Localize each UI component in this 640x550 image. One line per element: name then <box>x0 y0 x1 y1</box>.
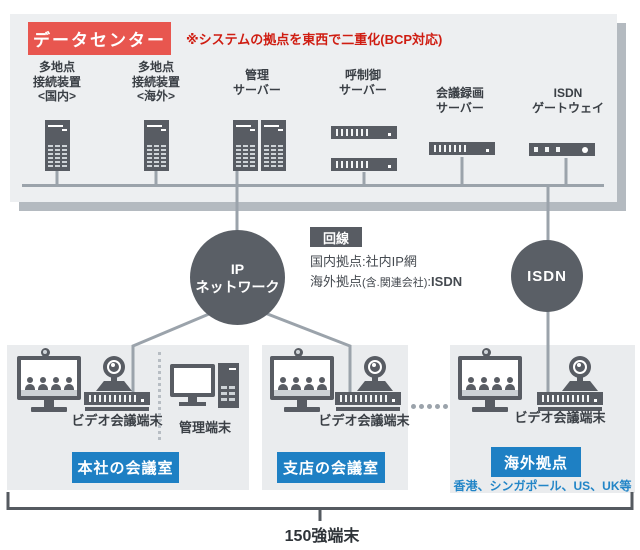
conference-display-icon <box>458 348 522 412</box>
server-label-isdn-gateway: ISDN ゲートウェイ <box>531 86 604 115</box>
branch-site: ビデオ会議端末 支店の会議室 <box>262 345 410 490</box>
conference-display-icon <box>270 348 334 412</box>
bcp-note: ※システムの拠点を東西で二重化(BCP対応) <box>186 32 443 47</box>
camera-icon <box>41 348 50 357</box>
camera-icon <box>294 348 303 357</box>
tower-server-icon <box>233 120 258 171</box>
server-vents <box>147 145 166 167</box>
terminal-caption: ビデオ会議端末 <box>71 413 163 428</box>
overseas-locations: 香港、シンガポール、US、UK等 <box>453 479 632 493</box>
server-label-mcu-domestic: 多地点 接続装置 <国内> <box>32 60 81 103</box>
webcam-icon <box>96 356 132 391</box>
isdn-node: ISDN <box>511 240 583 312</box>
ip-network-node: IP ネットワーク <box>190 230 285 325</box>
total-bracket <box>6 492 634 521</box>
datacenter-title: データセンター <box>28 22 171 55</box>
admin-caption: 管理端末 <box>178 420 231 435</box>
participants-icon <box>274 377 330 390</box>
hq-room-label: 本社の会議室 <box>72 452 179 483</box>
line-panel-row-domestic: 国内拠点:社内IP網 <box>310 254 417 269</box>
admin-pc-tower-icon <box>218 363 239 408</box>
server-vents <box>236 145 255 167</box>
rack-server-icon <box>331 158 397 171</box>
server-label-recording: 会議録画 サーバー <box>435 86 484 115</box>
hq-site: ビデオ会議端末 管理端末 本社の会議室 <box>7 345 249 490</box>
server-label-management: 管理 サーバー <box>233 68 281 97</box>
camera-icon <box>482 348 491 357</box>
total-terminals-label: 150強端末 <box>284 528 360 545</box>
codec-rack-icon <box>84 392 150 405</box>
ellipsis-dots <box>411 404 448 409</box>
codec-rack-icon <box>335 392 401 405</box>
branch-room-label: 支店の会議室 <box>277 452 385 483</box>
line-panel-row-overseas: 海外拠点(含.関連会社):ISDN <box>310 274 463 289</box>
isdn-gateway-icon <box>529 143 595 156</box>
dotted-divider <box>158 352 161 440</box>
server-label-call-control: 呼制御 サーバー <box>339 68 387 97</box>
codec-rack-icon <box>537 392 603 405</box>
server-label-mcu-overseas: 多地点 接続装置 <海外> <box>131 60 180 103</box>
tower-server-icon <box>144 120 169 171</box>
rack-server-icon <box>331 126 397 139</box>
tower-server-icon <box>45 120 70 171</box>
line-panel-title: 回線 <box>310 227 362 247</box>
overseas-site: ビデオ会議端末 海外拠点 香港、シンガポール、US、UK等 <box>450 345 635 493</box>
overseas-room-label: 海外拠点 <box>491 447 581 477</box>
terminal-caption: ビデオ会議端末 <box>318 413 410 428</box>
server-vents <box>264 145 283 167</box>
webcam-icon <box>562 356 598 391</box>
participants-icon <box>21 377 77 390</box>
rack-server-icon <box>429 142 495 155</box>
conference-display-icon <box>17 348 81 412</box>
participants-icon <box>462 377 518 390</box>
server-vents <box>48 145 67 167</box>
terminal-caption: ビデオ会議端末 <box>514 410 606 425</box>
tower-server-icon <box>261 120 286 171</box>
webcam-icon <box>357 356 393 391</box>
admin-monitor-icon <box>170 364 215 397</box>
